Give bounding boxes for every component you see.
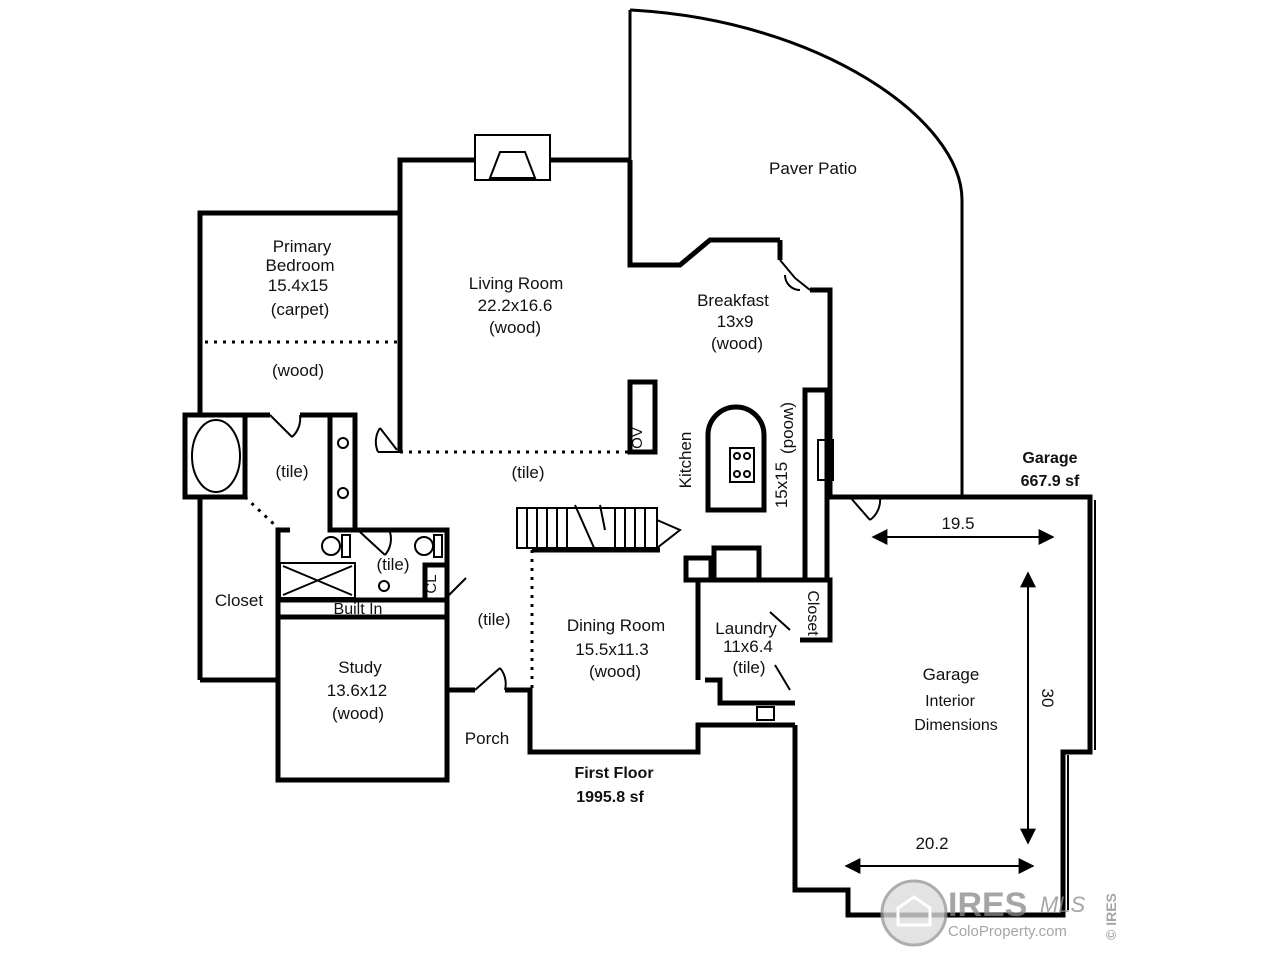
garage-width-bottom: 20.2 bbox=[915, 834, 948, 853]
first-floor-area: 1995.8 sf bbox=[576, 789, 644, 806]
study-dims: 13.6x12 bbox=[327, 681, 388, 700]
breakfast-name: Breakfast bbox=[697, 291, 769, 310]
garage-area: 667.9 sf bbox=[1021, 473, 1080, 490]
walls bbox=[182, 8, 1096, 918]
garage-depth: 30 bbox=[1038, 689, 1057, 708]
breakfast-dims: 13x9 bbox=[717, 312, 754, 331]
cl-label: CL bbox=[423, 574, 440, 593]
watermark-copyright: © IRES bbox=[1103, 893, 1119, 940]
hall-floor: (tile) bbox=[511, 463, 544, 482]
ires-watermark: IRES MLS ColoProperty.com © IRES bbox=[880, 879, 1119, 947]
bedroom-name: Primary bbox=[273, 237, 332, 256]
dining-room-dims: 15.5x11.3 bbox=[575, 640, 648, 659]
bedroom-dims: 15.4x15 bbox=[268, 276, 329, 295]
garage-width-top: 19.5 bbox=[941, 514, 974, 533]
living-room-name: Living Room bbox=[469, 274, 564, 293]
watermark-site: ColoProperty.com bbox=[948, 923, 1067, 940]
closet-right-label: Closet bbox=[804, 590, 821, 636]
dining-room-floor: (wood) bbox=[589, 662, 641, 681]
breakfast-floor: (wood) bbox=[711, 334, 763, 353]
bedroom-floor-2: (wood) bbox=[272, 361, 324, 380]
laundry-name: Laundry bbox=[715, 619, 777, 638]
garage-dimensions: 19.5 30 20.2 bbox=[844, 514, 1057, 874]
laundry-dims: 11x6.4 bbox=[723, 637, 773, 656]
kitchen-dims: 15x15 bbox=[772, 462, 791, 508]
house-logo-icon bbox=[880, 879, 948, 947]
kitchen-name: Kitchen bbox=[676, 432, 695, 489]
powder-floor: (tile) bbox=[376, 555, 409, 574]
room-labels: Paver Patio Primary Bedroom 15.4x15 (car… bbox=[215, 159, 998, 748]
area-summary: First Floor 1995.8 sf Garage 667.9 sf bbox=[574, 450, 1080, 806]
foyer-floor: (tile) bbox=[477, 610, 510, 629]
garage-interior-line2: Interior bbox=[925, 693, 975, 710]
living-room-dims: 22.2x16.6 bbox=[478, 296, 553, 315]
dining-room-name: Dining Room bbox=[567, 616, 665, 635]
watermark-mls: MLS bbox=[1040, 892, 1086, 917]
patio-label: Paver Patio bbox=[769, 159, 857, 178]
bedroom-floor: (carpet) bbox=[271, 300, 330, 319]
bedroom-name-2: Bedroom bbox=[266, 256, 335, 275]
bath-floor: (tile) bbox=[275, 462, 308, 481]
garage-label: Garage bbox=[1022, 450, 1077, 467]
study-name: Study bbox=[338, 658, 382, 677]
first-floor-label: First Floor bbox=[574, 765, 653, 782]
oven-label: OV bbox=[629, 427, 646, 449]
garage-interior-line1: Garage bbox=[923, 665, 980, 684]
laundry-floor: (tile) bbox=[732, 658, 765, 677]
kitchen-floor: (wood) bbox=[780, 402, 799, 454]
watermark-brand: IRES bbox=[948, 886, 1027, 924]
closet-left-label: Closet bbox=[215, 591, 263, 610]
built-in-label: Built In bbox=[334, 601, 383, 618]
living-room-floor: (wood) bbox=[489, 318, 541, 337]
study-floor: (wood) bbox=[332, 704, 384, 723]
porch-label: Porch bbox=[465, 729, 509, 748]
garage-interior-line3: Dimensions bbox=[914, 717, 998, 734]
